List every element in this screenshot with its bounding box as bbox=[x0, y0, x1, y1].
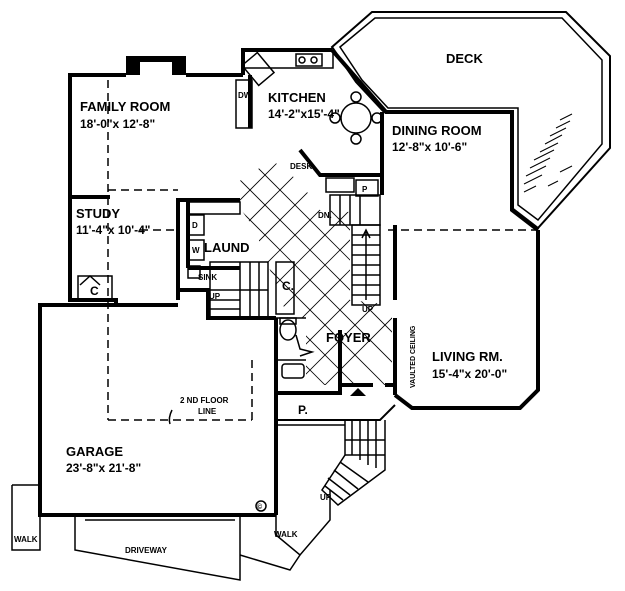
dining-room-label: DINING ROOM bbox=[392, 123, 482, 138]
stair-up-label: UP bbox=[362, 305, 374, 314]
garage-label: GARAGE bbox=[66, 444, 123, 459]
study-dim: 11'-4"x 10'-4" bbox=[76, 223, 150, 237]
dryer-label: D bbox=[192, 221, 198, 230]
down-label: DN. bbox=[318, 211, 332, 220]
interior-walls bbox=[70, 75, 397, 393]
kitchen-dim: 14'-2"x15'-4" bbox=[268, 107, 340, 121]
kitchen-fixtures: DW bbox=[235, 49, 383, 145]
dining-room-dim: 12'-8"x 10'-6" bbox=[392, 140, 467, 154]
deck-label: DECK bbox=[446, 51, 483, 66]
living-room-label: LIVING RM. bbox=[432, 349, 503, 364]
study-label: STUDY bbox=[76, 206, 120, 221]
walk-right-label: WALK bbox=[274, 530, 298, 539]
porch bbox=[275, 393, 396, 426]
hall-closet-label: C. bbox=[282, 279, 294, 293]
deck-hatching bbox=[523, 113, 573, 193]
powder-room bbox=[279, 317, 315, 379]
family-room-dim: 18'-0"x 12'-8" bbox=[80, 117, 155, 131]
basement-stair bbox=[209, 261, 269, 319]
entry-stair bbox=[321, 420, 386, 506]
second-floor-line-pointer bbox=[168, 409, 173, 425]
walk-left-label: WALK bbox=[14, 535, 38, 544]
dining-table bbox=[329, 91, 383, 145]
washer-label: W bbox=[192, 246, 200, 255]
living-room-dim: 15'-4"x 20'-0" bbox=[432, 367, 507, 381]
kitchen-label: KITCHEN bbox=[268, 90, 326, 105]
second-floor-line-label-2: LINE bbox=[198, 407, 217, 416]
main-stair bbox=[329, 194, 381, 306]
dw-label: DW bbox=[238, 91, 252, 100]
entry-arrow bbox=[350, 388, 366, 396]
pantry-label: P bbox=[362, 185, 368, 194]
walk-up-label: UP bbox=[320, 493, 332, 502]
desk-label: DESK bbox=[290, 162, 312, 171]
family-room-label: FAMILY ROOM bbox=[80, 99, 170, 114]
second-floor-line-label-1: 2 ND FLOOR bbox=[180, 396, 229, 405]
range bbox=[240, 51, 276, 87]
sink-label: SINK bbox=[198, 273, 217, 282]
walks bbox=[11, 484, 331, 581]
laundry-up-label: UP bbox=[209, 292, 221, 301]
dashed-lines bbox=[107, 80, 538, 421]
porch-label: P. bbox=[298, 403, 308, 417]
closets bbox=[77, 261, 295, 315]
driveway-label: DRIVEWAY bbox=[125, 546, 168, 555]
laundry-label: LAUND bbox=[204, 240, 250, 255]
study-closet-label: C bbox=[90, 284, 99, 298]
garage-dim: 23'-8"x 21'-8" bbox=[66, 461, 141, 475]
laundry-fixtures bbox=[187, 201, 241, 279]
copyright-symbol: © bbox=[257, 503, 263, 511]
foyer-label: FOYER bbox=[326, 330, 371, 345]
desk-area bbox=[325, 177, 379, 197]
vaulted-ceiling-label: VAULTED CEILING bbox=[410, 325, 417, 388]
